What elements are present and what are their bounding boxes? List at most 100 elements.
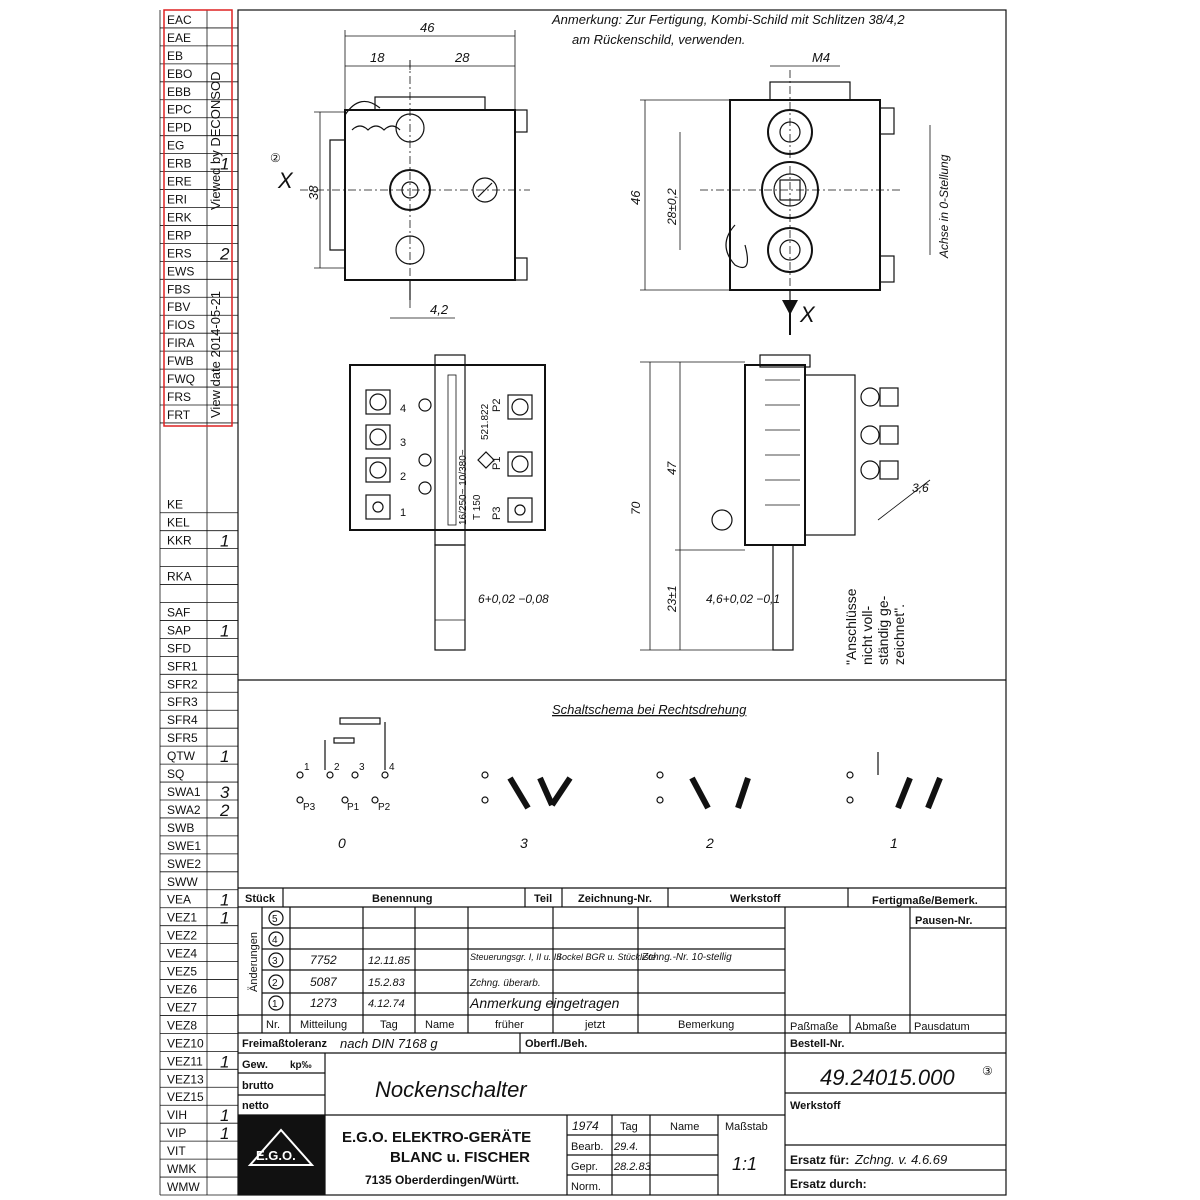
dim-70: 70 — [629, 501, 643, 515]
code-row: VEZ2 — [160, 929, 238, 945]
code-label: SFD — [167, 641, 191, 655]
company-line-2: BLANC u. FISCHER — [390, 1149, 530, 1166]
dim-47: 47 — [665, 460, 679, 475]
code-row: FBV — [160, 300, 238, 316]
code-row: VEZ6 — [160, 983, 238, 998]
code-label: EB — [167, 49, 183, 63]
tag-label: Tag — [620, 1121, 638, 1133]
stamp-view-date: View date 2014-05-21 — [208, 291, 223, 418]
terminal-4: 4 — [400, 403, 406, 415]
code-row: SQ — [160, 767, 238, 783]
change-row-4: 4 — [268, 931, 284, 947]
code-label: VEA — [167, 893, 191, 907]
code-row: SFR4 — [160, 713, 238, 729]
dim-46-width: 46 — [420, 20, 435, 35]
code-label: QTW — [167, 749, 196, 763]
hdr-zeichnung: Zeichnung-Nr. — [578, 893, 652, 905]
code-mark: 3 — [220, 783, 230, 802]
code-label: EAC — [167, 13, 192, 27]
terminal-2: 2 — [400, 471, 406, 483]
stamp-viewed-by: Viewed by DECONSOD — [208, 72, 223, 210]
code-label: RKA — [167, 570, 192, 584]
terminals-note-4: zeichnet". — [891, 604, 907, 665]
schema-pin-p1: P1 — [347, 802, 360, 813]
bearb-label: Bearb. — [571, 1141, 603, 1153]
schema-position-3 — [481, 771, 573, 810]
gew-label: Gew. — [242, 1059, 268, 1071]
code-row: ERK — [160, 210, 238, 226]
schema-pin-p2: P2 — [378, 802, 391, 813]
code-row: RKA — [160, 570, 238, 585]
code-row: SFD — [160, 641, 238, 657]
code-row: FWQ — [160, 372, 238, 388]
code-row: SWE1 — [160, 839, 238, 855]
bestell-label: Bestell-Nr. — [790, 1038, 844, 1050]
svg-text:Steuerungsgr. I, II u. III: Steuerungsgr. I, II u. III — [470, 952, 562, 962]
code-label: VIT — [167, 1144, 186, 1158]
note-line-2: am Rückenschild, verwenden. — [572, 32, 745, 47]
svg-text:5087: 5087 — [310, 975, 338, 989]
code-label: SFR1 — [167, 659, 198, 673]
code-row: KE — [160, 498, 238, 514]
name-label: Name — [670, 1121, 699, 1133]
netto-label: netto — [242, 1100, 269, 1112]
svg-text:15.2.83: 15.2.83 — [368, 977, 406, 989]
ego-logo-mark — [247, 1128, 315, 1166]
drawing-number: 49.24015.000 — [820, 1065, 955, 1090]
code-label: FWB — [167, 354, 194, 368]
dim-46-height: 46 — [628, 190, 643, 205]
code-label: VIH — [167, 1108, 187, 1122]
werkstoff-label: Werkstoff — [790, 1100, 841, 1112]
code-row: EAE — [160, 31, 238, 47]
ego-logo-text: E.G.O. — [256, 1148, 296, 1163]
code-label: EG — [167, 139, 184, 153]
freimass-label: Freimaßtoleranz — [242, 1038, 327, 1050]
code-label: FIRA — [167, 336, 194, 350]
code-row: FWB — [160, 354, 238, 370]
title-block-grid — [238, 887, 1006, 1195]
code-mark: 1 — [220, 1124, 229, 1143]
code-row: SWA2 2 — [160, 801, 238, 820]
norm-label: Norm. — [571, 1181, 601, 1193]
code-row: VEZ4 — [160, 947, 238, 962]
code-row: EPC — [160, 103, 238, 119]
code-row: VEZ10 — [160, 1036, 238, 1052]
hdr-stueck: Stück — [245, 893, 276, 905]
code-label: EAE — [167, 31, 191, 45]
dim-28-tol: 28±0,2 — [665, 188, 679, 226]
brutto-label: brutto — [242, 1080, 274, 1092]
bearb-tag: 29.4. — [613, 1141, 638, 1153]
code-label: VEZ13 — [167, 1072, 204, 1086]
code-row: VEZ7 — [160, 1000, 238, 1016]
code-mark: 1 — [220, 1052, 229, 1071]
svg-text:1273: 1273 — [310, 996, 337, 1010]
code-label: SAF — [167, 605, 190, 619]
dim-shaft-4-6: 4,6+0,02 −0,1 — [706, 592, 780, 606]
code-label: FIOS — [167, 318, 195, 332]
dim-18: 18 — [370, 50, 385, 65]
code-label: SFR2 — [167, 677, 198, 691]
code-mark: 1 — [220, 621, 229, 640]
code-label: SWA2 — [167, 803, 201, 817]
dim-23: 23±1 — [665, 585, 679, 613]
code-row: WMW — [160, 1180, 238, 1196]
gepr-tag: 28.2.83 — [613, 1161, 652, 1173]
terminal-p3: P3 — [491, 507, 503, 520]
code-mark: 2 — [219, 801, 230, 820]
hdr-fertigmasse: Fertigmaße/Bemerk. — [872, 895, 978, 907]
freimass-value: nach DIN 7168 g — [340, 1036, 438, 1051]
switch-side-view — [640, 354, 931, 651]
code-label: VEZ5 — [167, 965, 197, 979]
note-line-1: Anmerkung: Zur Fertigung, Kombi-Schild m… — [551, 12, 905, 27]
code-label: SAP — [167, 623, 191, 637]
svg-text:2: 2 — [272, 978, 278, 989]
code-row: SWB — [160, 821, 238, 837]
kp-label: kp‰ — [290, 1060, 312, 1071]
dim-3-6: 3,6 — [912, 481, 929, 495]
code-row: KEL — [160, 516, 238, 532]
front-view — [300, 30, 530, 319]
code-label: ERI — [167, 193, 187, 207]
